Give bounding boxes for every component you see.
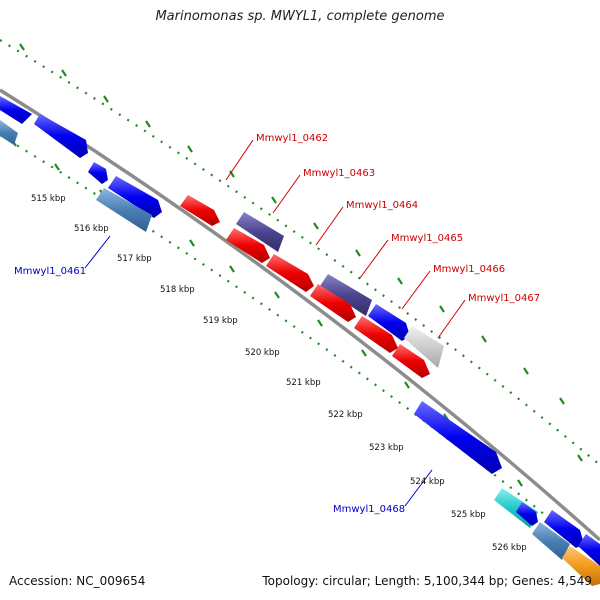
gene-label-mmwyl1-0461[interactable]: Mmwyl1_0461 <box>14 266 86 277</box>
gene-arrow[interactable] <box>414 401 502 474</box>
gene-arrow[interactable] <box>226 228 270 263</box>
tick-label: 524 kbp <box>410 477 445 487</box>
label-leaders <box>84 139 466 507</box>
gene-label-mmwyl1-0467[interactable]: Mmwyl1_0467 <box>468 293 540 304</box>
gene-arrow[interactable] <box>562 546 600 586</box>
tick-labels: 515 kbp 516 kbp 517 kbp 518 kbp 519 kbp … <box>31 194 527 553</box>
tick-label: 523 kbp <box>369 443 404 453</box>
gene-arrow[interactable] <box>368 304 410 341</box>
gene-arrow[interactable] <box>88 162 108 184</box>
gene-arrow[interactable] <box>544 510 584 548</box>
topology-text: Topology: circular; Length: 5,100,344 bp… <box>262 574 592 588</box>
outer-tick-marks <box>19 43 583 462</box>
gene-arrow[interactable] <box>0 96 32 124</box>
gene-label-mmwyl1-0464[interactable]: Mmwyl1_0464 <box>346 200 418 211</box>
tick-label: 521 kbp <box>286 378 321 388</box>
gene-label-mmwyl1-0465[interactable]: Mmwyl1_0465 <box>391 233 463 244</box>
gene-label-mmwyl1-0463[interactable]: Mmwyl1_0463 <box>303 168 375 179</box>
gene-arrow[interactable] <box>404 326 444 368</box>
gene-label-mmwyl1-0468[interactable]: Mmwyl1_0468 <box>333 504 405 515</box>
tick-label: 520 kbp <box>245 348 280 358</box>
accession-text: Accession: NC_009654 <box>9 574 146 588</box>
features <box>0 96 600 586</box>
tick-label: 526 kbp <box>492 543 527 553</box>
tick-label: 517 kbp <box>117 254 152 264</box>
gene-arrow[interactable] <box>0 120 18 145</box>
gene-label-mmwyl1-0462[interactable]: Mmwyl1_0462 <box>256 133 328 144</box>
tick-label: 518 kbp <box>160 285 195 295</box>
gene-labels: Mmwyl1_0461 Mmwyl1_0462 Mmwyl1_0463 Mmwy… <box>14 133 540 515</box>
tick-label: 519 kbp <box>203 316 238 326</box>
gene-arrow[interactable] <box>34 114 88 158</box>
map-title: Marinomonas sp. MWYL1, complete genome <box>155 9 445 24</box>
tick-label: 516 kbp <box>74 224 109 234</box>
gene-arrow[interactable] <box>310 284 356 322</box>
gene-arrow[interactable] <box>96 188 152 232</box>
gene-arrow[interactable] <box>320 274 372 316</box>
gene-arrow[interactable] <box>108 176 162 218</box>
gene-arrow[interactable] <box>532 522 570 560</box>
gene-arrow[interactable] <box>180 195 220 226</box>
tick-label: 515 kbp <box>31 194 66 204</box>
gene-arrow[interactable] <box>236 212 284 252</box>
gene-arrow[interactable] <box>578 534 600 566</box>
outer-dotted-track <box>0 39 600 466</box>
gene-arrow[interactable] <box>354 316 398 353</box>
genome-backbone <box>0 88 600 542</box>
gene-arrow[interactable] <box>266 254 314 292</box>
tick-label: 525 kbp <box>451 510 486 520</box>
tick-label: 522 kbp <box>328 410 363 420</box>
gene-arrow[interactable] <box>516 502 538 526</box>
gene-label-mmwyl1-0466[interactable]: Mmwyl1_0466 <box>433 264 505 275</box>
gene-arrow[interactable] <box>392 344 430 378</box>
